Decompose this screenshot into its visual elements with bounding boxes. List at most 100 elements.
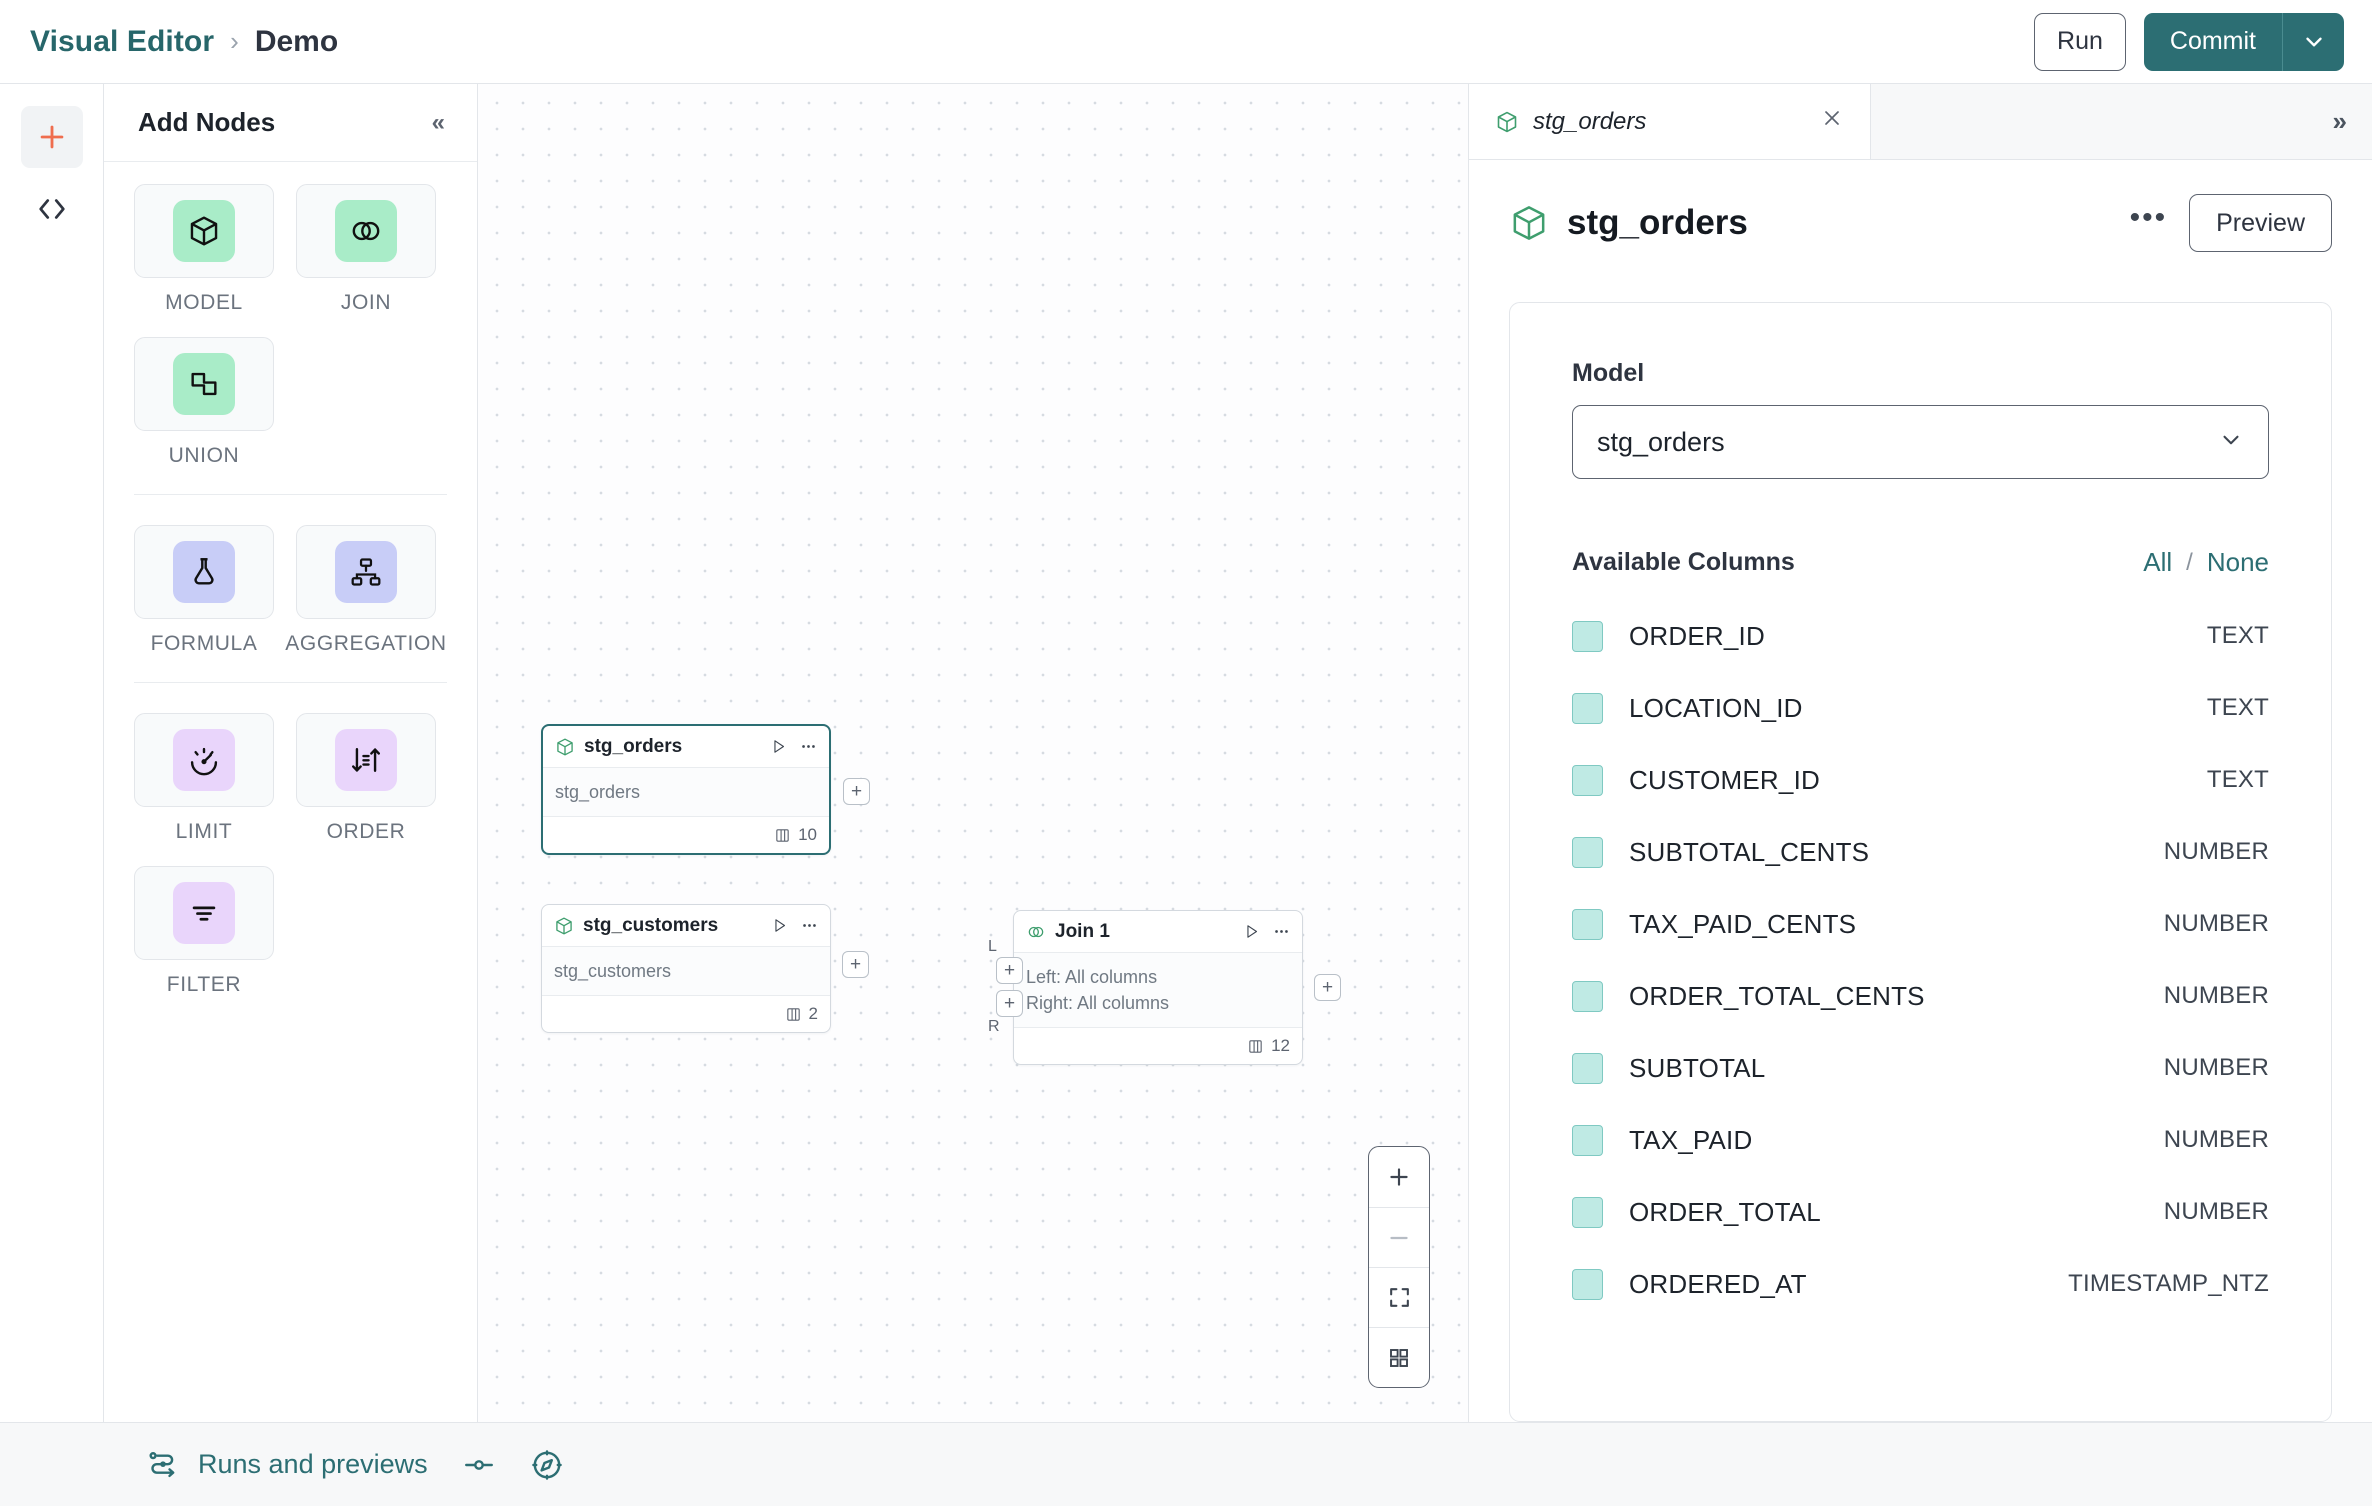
node-palette-item-join[interactable]: JOIN — [296, 184, 436, 315]
commit-dropdown-button[interactable] — [2282, 12, 2344, 71]
column-type: NUMBER — [2163, 838, 2269, 865]
play-icon[interactable] — [1243, 923, 1260, 940]
join-output-handle[interactable]: + — [1314, 974, 1341, 1001]
zoom-out-button[interactable] — [1369, 1207, 1429, 1267]
node-palette-item-order[interactable]: ORDER — [296, 713, 436, 844]
column-row[interactable]: LOCATION_ID TEXT — [1572, 672, 2269, 744]
expand-panel-button[interactable]: » — [2332, 106, 2348, 136]
node-tile-union[interactable] — [134, 337, 274, 431]
column-row[interactable]: CUSTOMER_ID TEXT — [1572, 744, 2269, 816]
node-palette-item-union[interactable]: UNION — [134, 337, 274, 468]
venn-icon — [1028, 926, 1044, 937]
join-left-input-handle[interactable]: + — [996, 957, 1023, 984]
add-nodes-title: Add Nodes — [138, 107, 276, 137]
column-checkbox[interactable] — [1572, 1268, 1603, 1300]
node-tile-aggregation[interactable] — [296, 525, 436, 619]
tab-stg-orders[interactable]: stg_orders — [1469, 84, 1871, 159]
details-panel-actions: ••• Preview — [2130, 194, 2332, 252]
columns-icon — [1249, 1039, 1262, 1053]
runs-and-previews-label: Runs and previews — [198, 1449, 428, 1479]
limit-badge — [173, 729, 235, 791]
zoom-in-button[interactable] — [1369, 1147, 1429, 1207]
node-tile-limit[interactable] — [134, 713, 274, 807]
node-tile-order[interactable] — [296, 713, 436, 807]
node-title: Join 1 — [1055, 920, 1110, 942]
details-panel-tabs: stg_orders » — [1469, 84, 2372, 160]
node-footer: 12 — [1014, 1028, 1302, 1064]
fit-view-button[interactable] — [1369, 1267, 1429, 1327]
more-options-icon[interactable] — [801, 917, 818, 934]
node-header-actions — [771, 917, 818, 934]
explore-button[interactable] — [530, 1448, 564, 1482]
details-more-options-button[interactable]: ••• — [2129, 200, 2168, 234]
column-row[interactable]: TAX_PAID_CENTS NUMBER — [1572, 888, 2269, 960]
column-checkbox[interactable] — [1572, 836, 1603, 868]
canvas-node-join-1[interactable]: Join 1 Left: All columns Right: All colu… — [988, 910, 1341, 1066]
node-tile-join[interactable] — [296, 184, 436, 278]
column-checkbox[interactable] — [1572, 692, 1603, 724]
more-options-icon[interactable] — [1273, 923, 1290, 940]
column-row[interactable]: ORDER_ID TEXT — [1572, 600, 2269, 672]
node-palette-item-aggregation[interactable]: AGGREGATION — [285, 525, 446, 656]
column-row[interactable]: SUBTOTAL NUMBER — [1572, 1032, 2269, 1104]
play-icon[interactable] — [770, 738, 787, 755]
more-options-icon[interactable] — [800, 738, 817, 755]
play-icon[interactable] — [771, 917, 788, 934]
flow-canvas[interactable]: stg_orders stg_orders 10 + — [478, 84, 1468, 1422]
column-checkbox[interactable] — [1572, 980, 1603, 1012]
select-none-columns-link[interactable]: None — [2206, 547, 2269, 577]
column-checkbox[interactable] — [1572, 620, 1603, 652]
canvas-node-stg-orders[interactable]: stg_orders stg_orders 10 + — [541, 724, 870, 856]
node-label-formula: FORMULA — [150, 632, 258, 655]
node-tile-filter[interactable] — [134, 866, 274, 960]
runs-and-previews-button[interactable]: Runs and previews — [146, 1448, 428, 1482]
column-checkbox[interactable] — [1572, 908, 1603, 940]
node-tile-model[interactable] — [134, 184, 274, 278]
formula-badge — [173, 541, 235, 603]
breadcrumb-root-link[interactable]: Visual Editor — [30, 24, 215, 58]
collapse-panel-button[interactable]: « — [431, 108, 445, 136]
column-row[interactable]: SUBTOTAL_CENTS NUMBER — [1572, 816, 2269, 888]
preview-button[interactable]: Preview — [2189, 194, 2332, 252]
node-subtitle-right: Right: All columns — [1026, 993, 1170, 1014]
node-output-handle-orders[interactable]: + — [843, 778, 870, 805]
node-label-join: JOIN — [340, 291, 392, 314]
node-column-count: 10 — [798, 825, 817, 845]
node-palette-item-formula[interactable]: FORMULA — [134, 525, 274, 656]
node-toggle-button[interactable] — [462, 1448, 496, 1482]
node-group-sources: MODEL JOIN — [134, 184, 447, 494]
column-checkbox[interactable] — [1572, 1124, 1603, 1156]
commit-button[interactable]: Commit — [2143, 12, 2282, 71]
column-row[interactable]: ORDERED_AT TIMESTAMP_NTZ — [1572, 1248, 2269, 1320]
run-button[interactable]: Run — [2034, 12, 2126, 71]
column-name: TAX_PAID — [1629, 1124, 1753, 1155]
node-tile-formula[interactable] — [134, 525, 274, 619]
node-label-filter: FILTER — [166, 973, 242, 996]
grid-icon — [1390, 1348, 1408, 1367]
minimap-toggle-button[interactable] — [1369, 1327, 1429, 1387]
canvas-node-stg-customers[interactable]: stg_customers stg_customers 2 + — [541, 904, 869, 1034]
column-row[interactable]: TAX_PAID NUMBER — [1572, 1104, 2269, 1176]
model-select[interactable]: stg_orders — [1572, 405, 2269, 479]
bottom-bar: Runs and previews — [0, 1422, 2372, 1506]
column-row[interactable]: ORDER_TOTAL NUMBER — [1572, 1176, 2269, 1248]
node-output-handle-customers[interactable]: + — [842, 951, 869, 978]
select-all-columns-link[interactable]: All — [2143, 547, 2173, 577]
code-view-rail-button[interactable] — [21, 178, 83, 240]
tab-close-button[interactable] — [1820, 106, 1844, 137]
column-checkbox[interactable] — [1572, 764, 1603, 796]
node-palette-item-model[interactable]: MODEL — [134, 184, 274, 315]
add-nodes-panel: Add Nodes « MODEL — [104, 84, 478, 1422]
filter-badge — [173, 882, 235, 944]
node-palette-item-filter[interactable]: FILTER — [134, 866, 274, 997]
node-palette-item-limit[interactable]: LIMIT — [134, 713, 274, 844]
details-panel: stg_orders » stg_orders ••• Preview — [1468, 84, 2372, 1422]
column-checkbox[interactable] — [1572, 1196, 1603, 1228]
node-header: stg_customers — [542, 905, 830, 947]
column-checkbox[interactable] — [1572, 1052, 1603, 1084]
column-row[interactable]: ORDER_TOTAL_CENTS NUMBER — [1572, 960, 2269, 1032]
join-right-input-handle[interactable]: + — [996, 990, 1023, 1017]
add-node-rail-button[interactable] — [20, 106, 83, 168]
node-config-card: Model stg_orders Available Columns All /… — [1509, 302, 2332, 1422]
node-label-aggregation: AGGREGATION — [285, 632, 447, 655]
